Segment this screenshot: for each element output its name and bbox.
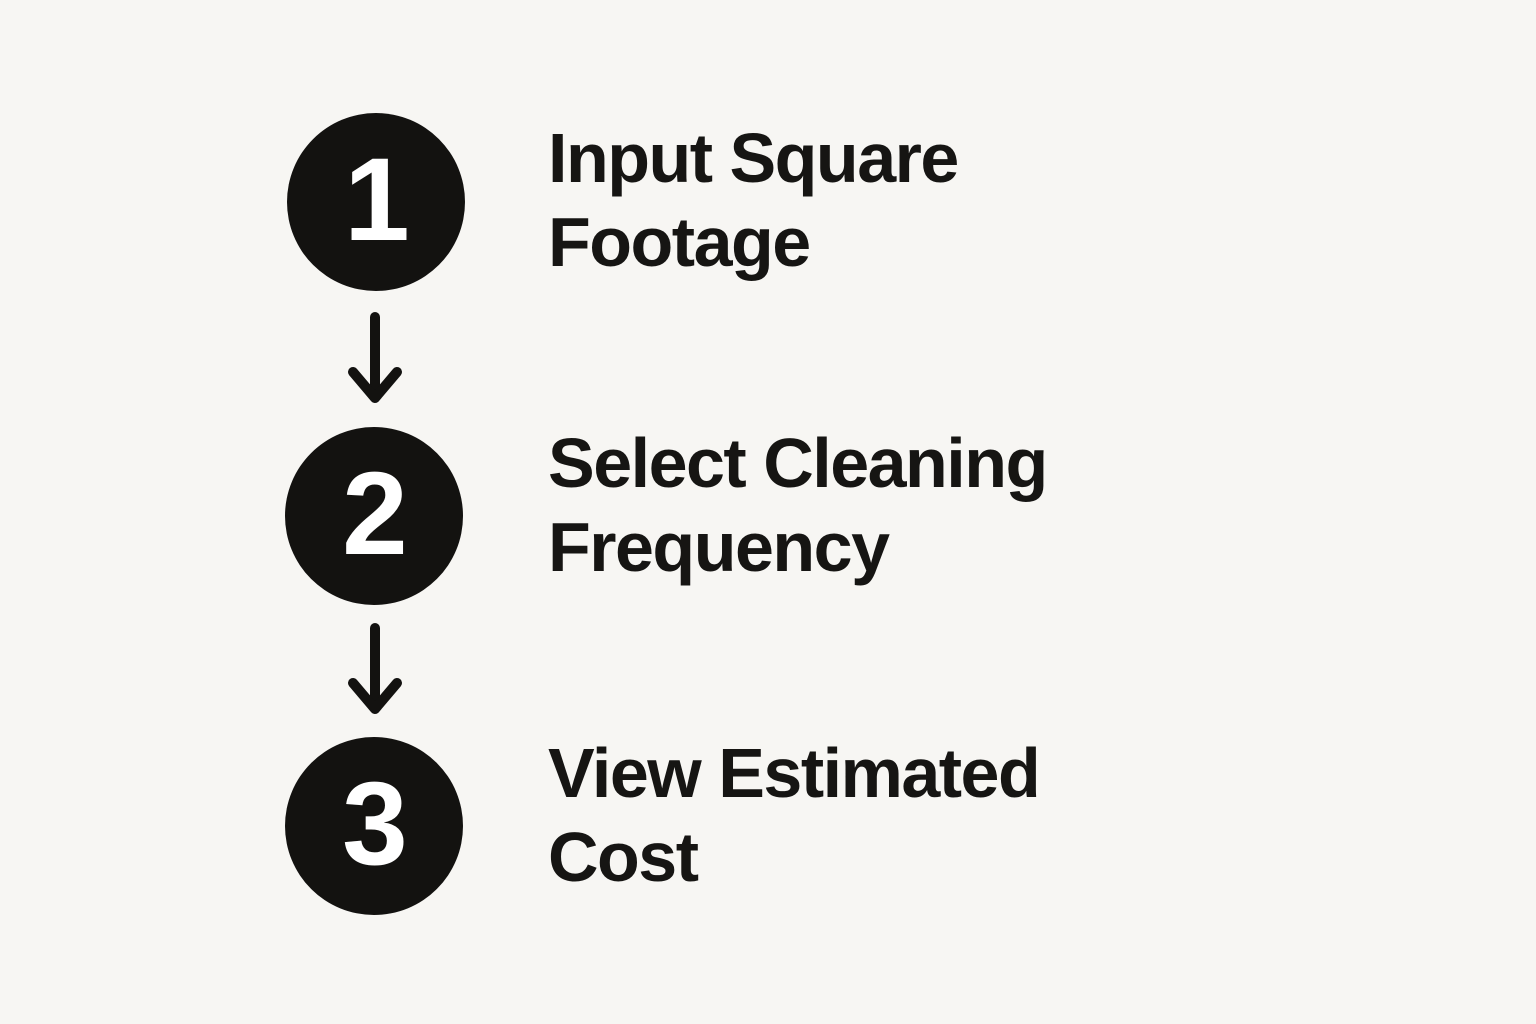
- step-1-label-line-2: Footage: [548, 203, 811, 281]
- step-2-number: 2: [342, 448, 408, 580]
- step-2-label-line-1: Select Cleaning: [548, 424, 1048, 502]
- step-3-label: View Estimated Cost: [548, 731, 1041, 899]
- step-1-label-line-1: Input Square: [548, 119, 959, 197]
- step-1-number: 1: [344, 134, 410, 266]
- down-arrow-icon: [348, 312, 402, 403]
- step-1-label: Input Square Footage: [548, 116, 959, 284]
- step-2-label-line-2: Frequency: [548, 508, 890, 586]
- step-3-number: 3: [342, 758, 408, 890]
- step-2-label: Select Cleaning Frequency: [548, 421, 1048, 589]
- step-2-badge: 2: [285, 427, 463, 605]
- step-3-label-line-1: View Estimated: [548, 734, 1041, 812]
- step-3-badge: 3: [285, 737, 463, 915]
- down-arrow-icon: [348, 623, 402, 714]
- step-3-label-line-2: Cost: [548, 818, 699, 896]
- step-1-badge: 1: [287, 113, 465, 291]
